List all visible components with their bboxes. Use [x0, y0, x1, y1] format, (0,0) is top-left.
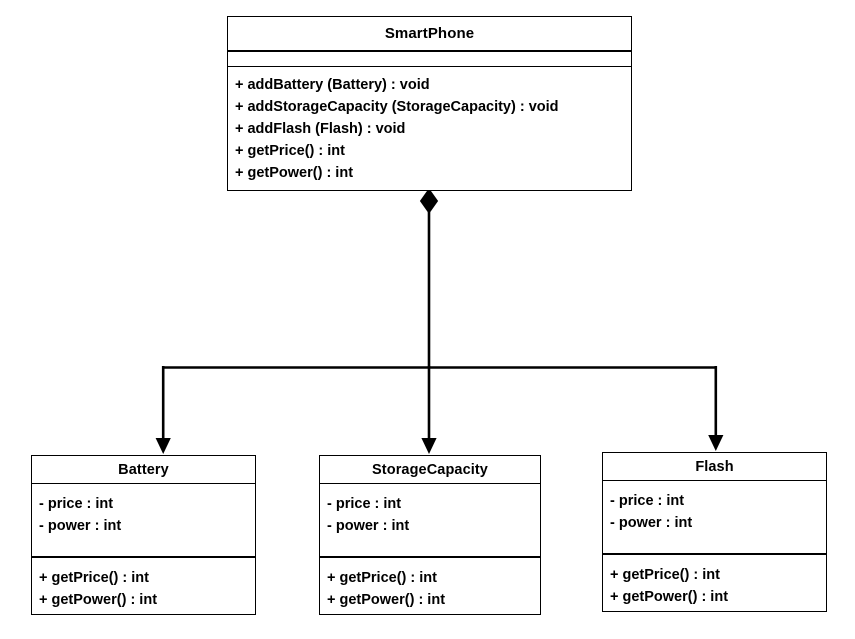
- attribute-item: - price : int: [610, 493, 685, 510]
- uml-class-storagecapacity[interactable]: StorageCapacity - price : int - power : …: [319, 455, 541, 615]
- method-item: + getPower() : int: [39, 591, 158, 608]
- attribute-item: - power : int: [610, 515, 693, 532]
- attributes-compartment-flash: - price : int - power : int: [603, 480, 826, 552]
- arrowhead-flash-icon: [708, 435, 724, 451]
- uml-class-flash[interactable]: Flash - price : int - power : int + getP…: [602, 452, 827, 612]
- method-item: + addFlash (Flash) : void: [235, 121, 406, 137]
- attribute-item: - power : int: [39, 518, 122, 535]
- arrowhead-battery-icon: [155, 438, 171, 454]
- method-item: + getPrice() : int: [39, 569, 149, 586]
- attributes-compartment-battery: - price : int - power : int: [32, 483, 255, 555]
- arrowhead-storagecapacity-icon: [421, 438, 437, 454]
- methods-compartment-flash: + getPrice() : int + getPower() : int: [603, 552, 826, 611]
- methods-compartment-battery: + getPrice() : int + getPower() : int: [32, 555, 255, 614]
- class-name-battery: Battery: [118, 461, 169, 478]
- class-name-flash: Flash: [695, 458, 734, 475]
- class-name-smartphone: SmartPhone: [384, 25, 475, 42]
- composition-diamond-icon: [419, 188, 439, 214]
- method-item: + getPower() : int: [610, 588, 729, 605]
- method-item: + getPower() : int: [235, 165, 354, 181]
- method-item: + getPrice() : int: [610, 566, 720, 583]
- class-name-storagecapacity: StorageCapacity: [372, 461, 488, 478]
- uml-class-battery[interactable]: Battery - price : int - power : int + ge…: [31, 455, 256, 615]
- attribute-item: - price : int: [39, 496, 114, 513]
- methods-compartment-storagecapacity: + getPrice() : int + getPower() : int: [320, 555, 540, 614]
- method-item: + getPrice() : int: [327, 569, 437, 586]
- attribute-item: - power : int: [327, 518, 410, 535]
- method-item: + addBattery (Battery) : void: [235, 77, 430, 93]
- attribute-item: - price : int: [327, 496, 402, 513]
- attributes-compartment-storagecapacity: - price : int - power : int: [320, 483, 540, 555]
- attributes-compartment-smartphone: [228, 50, 631, 66]
- uml-class-smartphone[interactable]: SmartPhone + addBattery (Battery) : void…: [227, 16, 632, 191]
- method-item: + addStorageCapacity (StorageCapacity) :…: [235, 99, 559, 115]
- method-item: + getPower() : int: [327, 591, 446, 608]
- method-item: + getPrice() : int: [235, 143, 345, 159]
- methods-compartment-smartphone: + addBattery (Battery) : void + addStora…: [228, 66, 631, 190]
